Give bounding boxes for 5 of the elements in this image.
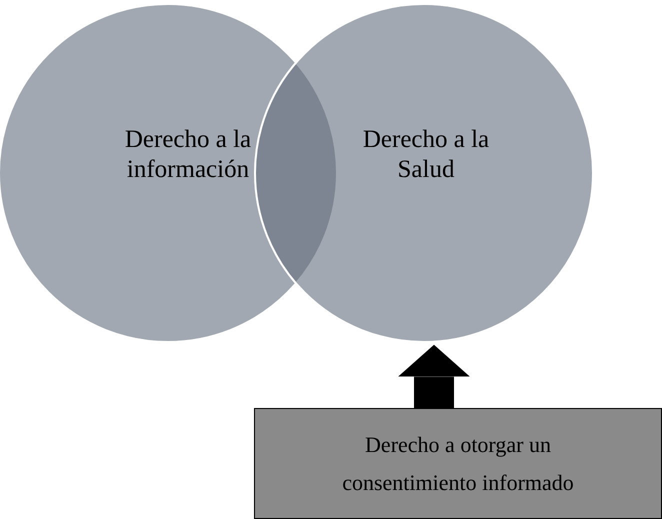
box-label: Derecho a otorgar un consentimiento informado (341, 430, 575, 496)
circle-label: Derecho a la información (124, 125, 252, 185)
text-box (254, 408, 662, 519)
circle-label: Derecho a la Salud (362, 125, 490, 185)
block-arrow (398, 344, 470, 408)
